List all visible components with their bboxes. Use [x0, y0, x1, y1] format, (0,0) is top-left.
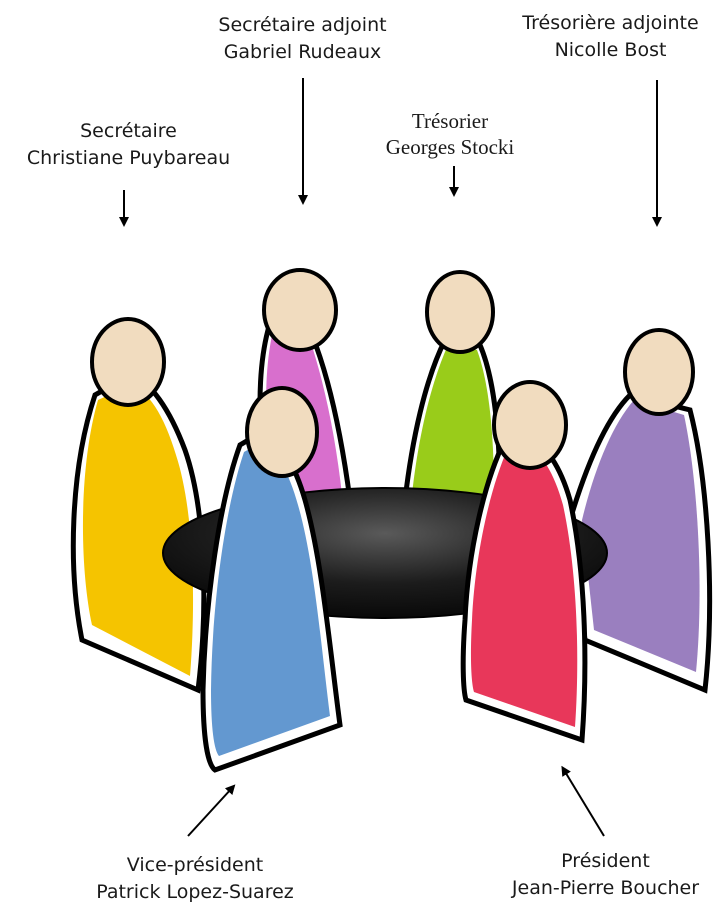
name-text: Patrick Lopez-Suarez	[96, 881, 294, 903]
role-text: Trésorière adjointe	[522, 12, 699, 34]
role-text: Secrétaire	[80, 120, 177, 142]
figure-vice-president	[200, 386, 343, 773]
label-president: Président Jean-Pierre Boucher	[490, 848, 721, 902]
name-text: Jean-Pierre Boucher	[511, 877, 700, 899]
name-text: Georges Stocki	[385, 135, 515, 159]
arrow-president	[561, 765, 605, 837]
label-tresoriere-adjointe: Trésorière adjointe Nicolle Bost	[500, 10, 721, 64]
name-text: Nicolle Bost	[554, 39, 667, 61]
label-secretaire: Secrétaire Christiane Puybareau	[6, 118, 251, 172]
name-text: Gabriel Rudeaux	[223, 41, 382, 63]
label-tresorier: Trésorier Georges Stocki	[355, 108, 545, 160]
role-text: Vice-président	[126, 854, 264, 876]
role-text: Président	[561, 850, 650, 872]
name-text: Christiane Puybareau	[26, 147, 231, 169]
figure-tresoriere-adjointe	[567, 328, 713, 694]
figure-tresorier	[402, 270, 503, 503]
figure-secretaire	[70, 317, 207, 694]
role-text: Secrétaire adjoint	[218, 14, 387, 36]
role-text: Trésorier	[411, 109, 489, 133]
arrow-vice-president	[187, 784, 236, 837]
label-vice-president: Vice-président Patrick Lopez-Suarez	[65, 852, 325, 906]
label-secretaire-adjoint: Secrétaire adjoint Gabriel Rudeaux	[190, 12, 415, 66]
figure-president	[460, 380, 588, 744]
